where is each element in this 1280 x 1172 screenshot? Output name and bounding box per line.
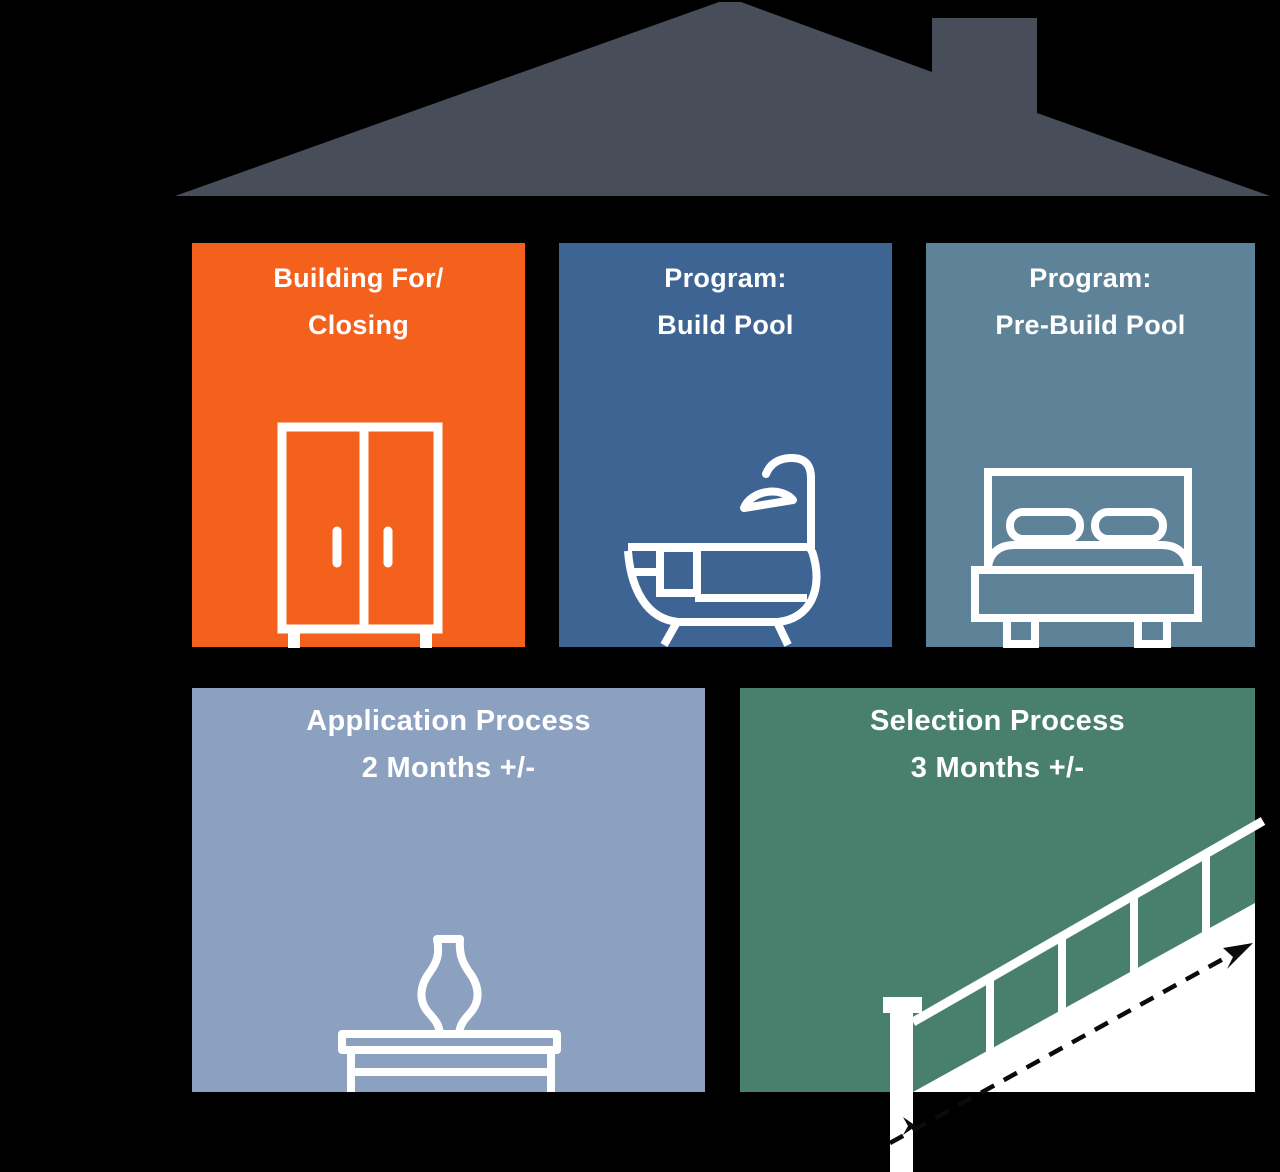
card-title: Application Process 2 Months +/- — [192, 698, 705, 792]
card-title-line2: Build Pool — [657, 310, 794, 340]
house-roof — [175, 2, 1270, 196]
stair-stringer — [913, 903, 1255, 1092]
bathtub-icon — [624, 453, 821, 647]
card-title: Selection Process 3 Months +/- — [740, 698, 1255, 792]
towel — [656, 544, 701, 597]
card-pre-build-pool: Program: Pre-Build Pool — [926, 243, 1255, 648]
card-title: Building For/ Closing — [192, 255, 525, 349]
card-title-line2: 3 Months +/- — [910, 752, 1085, 784]
bed-icon — [971, 468, 1202, 648]
newel-post-cap — [883, 997, 922, 1013]
card-title-line1: Program: — [664, 263, 787, 293]
card-building-closing: Building For/ Closing — [192, 243, 525, 648]
card-build-pool: Program: Build Pool — [559, 243, 892, 647]
card-title: Program: Pre-Build Pool — [926, 255, 1255, 349]
nightstand-icon — [338, 935, 561, 1092]
card-title-line1: Selection Process — [870, 705, 1125, 737]
roof-shape — [175, 2, 1270, 196]
card-application-process: Application Process 2 Months +/- — [192, 688, 705, 1092]
card-title-line1: Application Process — [306, 705, 591, 737]
dashed-arrow-line — [888, 951, 1236, 1145]
card-title: Program: Build Pool — [559, 255, 892, 349]
arrow-start-chevron — [903, 1117, 916, 1135]
card-title-line2: Pre-Build Pool — [995, 310, 1186, 340]
card-title-line2: Closing — [307, 310, 410, 340]
newel-post — [890, 1012, 913, 1172]
card-title-line2: 2 Months +/- — [361, 752, 536, 784]
wardrobe-icon — [277, 422, 443, 648]
card-title-line1: Program: — [1029, 263, 1152, 293]
dashed-arrow-head — [1223, 943, 1253, 969]
staircase-icon — [883, 817, 1266, 1172]
card-title-line1: Building For/ — [273, 263, 444, 293]
